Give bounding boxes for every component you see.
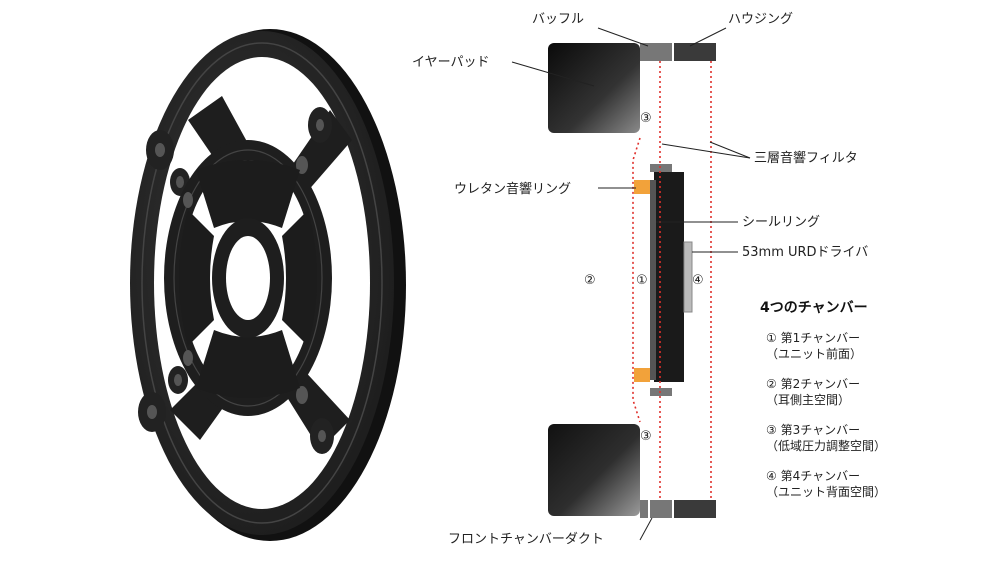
- driver-frame-top: [650, 164, 672, 172]
- urethane-ring-top: [634, 180, 650, 194]
- driver-back: [683, 241, 693, 313]
- label-ear-pad: イヤーパッド: [412, 55, 489, 70]
- driver-body: [654, 172, 684, 382]
- chamber-mark-3-bottom: ③: [640, 429, 652, 444]
- chamber-mark-3-top: ③: [640, 111, 652, 126]
- legend-item-4-line1: ④ 第4チャンバー: [766, 469, 860, 483]
- chamber-mark-4: ④: [692, 273, 704, 288]
- legend-item-4-line2: （ユニット背面空間）: [766, 485, 886, 499]
- label-filter: 三層音響フィルタ: [754, 150, 858, 166]
- legend-item-3-line1: ③ 第3チャンバー: [766, 423, 860, 437]
- chamber-mark-2: ②: [584, 273, 596, 288]
- legend-title: 4つのチャンバー: [760, 300, 868, 316]
- legend-item-1-line1: ① 第1チャンバー: [766, 331, 860, 345]
- duct-gap: [650, 500, 672, 518]
- baffle-top: [640, 43, 672, 61]
- leader-lines: [511, 27, 751, 541]
- ring-3d-illustration: [130, 29, 406, 541]
- legend-item-2-line1: ② 第2チャンバー: [766, 377, 860, 391]
- ear-pad-top: [548, 43, 640, 133]
- label-front-duct: フロントチャンバーダクト: [448, 532, 604, 547]
- label-baffle: バッフル: [532, 12, 584, 27]
- driver-frame-bottom: [650, 388, 672, 396]
- chamber-mark-1: ①: [636, 273, 648, 288]
- filter-line-left: [632, 137, 641, 423]
- seal-ring: [650, 180, 656, 380]
- ear-pad-bottom: [548, 424, 640, 516]
- label-seal-ring: シールリング: [742, 215, 820, 230]
- label-driver: 53mm URDドライバ: [742, 245, 868, 260]
- urethane-ring-bottom: [634, 368, 650, 382]
- housing-bottom: [674, 500, 716, 518]
- label-housing: ハウジング: [728, 12, 793, 27]
- baffle-bottom: [640, 500, 648, 518]
- chamber-legend: 4つのチャンバー ① 第1チャンバー （ユニット前面） ② 第2チャンバー （耳…: [760, 300, 886, 499]
- legend-item-3-line2: （低域圧力調整空間）: [766, 438, 886, 453]
- label-urethane-ring: ウレタン音響リング: [454, 181, 571, 197]
- housing-top: [674, 43, 716, 61]
- legend-item-2-line2: （耳側主空間）: [766, 393, 850, 407]
- legend-item-1-line2: （ユニット前面）: [766, 346, 862, 361]
- cross-section: [548, 43, 716, 518]
